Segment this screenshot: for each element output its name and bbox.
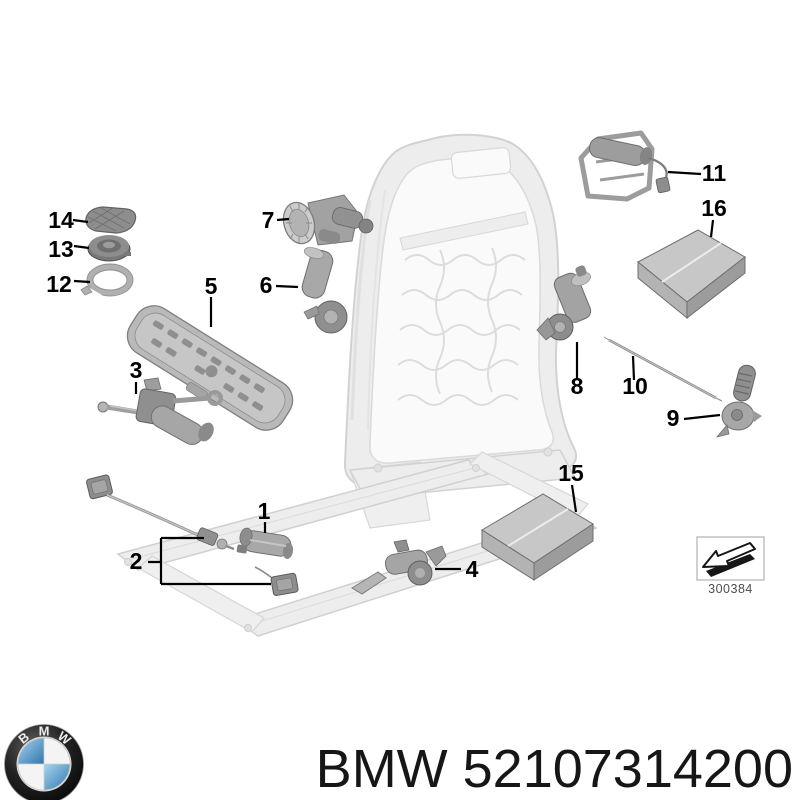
- part-label-7: 7: [262, 207, 275, 233]
- part-label-13: 13: [48, 236, 74, 262]
- leader-line-14: [72, 218, 89, 224]
- part-3-illustration: [97, 377, 223, 445]
- part-number-value: 52107314200: [463, 739, 793, 799]
- part-14-illustration: [85, 206, 137, 234]
- part-label-16: 16: [701, 195, 727, 221]
- part-label-8: 8: [571, 373, 584, 399]
- part-label-14: 14: [48, 207, 74, 233]
- logo-letter-m: M: [39, 724, 50, 739]
- part-15-illustration: [481, 493, 594, 581]
- part-label-11: 11: [702, 160, 727, 186]
- part-12-illustration: [80, 263, 134, 299]
- part-7-illustration: [282, 194, 374, 246]
- leader-line-11: [667, 170, 702, 176]
- part-11-illustration: [578, 130, 671, 202]
- assembly-direction-arrow-icon: [702, 542, 756, 577]
- leader-line-13: [73, 244, 90, 250]
- part-4-illustration: [351, 539, 447, 595]
- leader-line-10: [631, 355, 636, 381]
- part-label-1: 1: [258, 498, 271, 524]
- part-label-10: 10: [622, 373, 648, 399]
- part-illustrations: [80, 130, 762, 596]
- part-8-illustration: [536, 265, 592, 341]
- part-10-illustration: [603, 336, 723, 402]
- part-16-illustration: [637, 229, 746, 320]
- leader-line-7: [276, 217, 290, 222]
- part-9-illustration: [715, 364, 762, 438]
- part-label-5: 5: [205, 273, 218, 299]
- catalog-code: 300384: [708, 582, 753, 596]
- part-label-9: 9: [667, 405, 680, 431]
- part-label-15: 15: [558, 460, 584, 486]
- part-6-illustration: [301, 247, 348, 334]
- part-13-illustration: [87, 235, 131, 262]
- leader-lines: [72, 170, 721, 586]
- leader-line-9: [683, 413, 721, 421]
- leader-line-12: [73, 279, 91, 284]
- catalog-stamp: 300384: [696, 536, 765, 596]
- bmw-roundel-logo: B M W: [4, 724, 84, 800]
- leader-line-15: [570, 484, 578, 513]
- part-labels: 1 2 3 4 5 6 7 8 9 10 11 12 13 14 15 16: [46, 160, 727, 582]
- part-label-3: 3: [130, 357, 143, 383]
- part-label-6: 6: [260, 272, 273, 298]
- part-label-12: 12: [46, 271, 72, 297]
- part-2-illustration: [86, 474, 299, 596]
- part-label-4: 4: [466, 556, 479, 582]
- part-5-illustration: [126, 305, 294, 431]
- part-1-illustration: [236, 527, 294, 559]
- part-label-2: 2: [130, 548, 143, 574]
- leader-line-2: [148, 536, 271, 586]
- brand-text: BMW: [316, 739, 448, 799]
- leader-line-16: [709, 219, 715, 238]
- leader-line-6: [275, 284, 299, 289]
